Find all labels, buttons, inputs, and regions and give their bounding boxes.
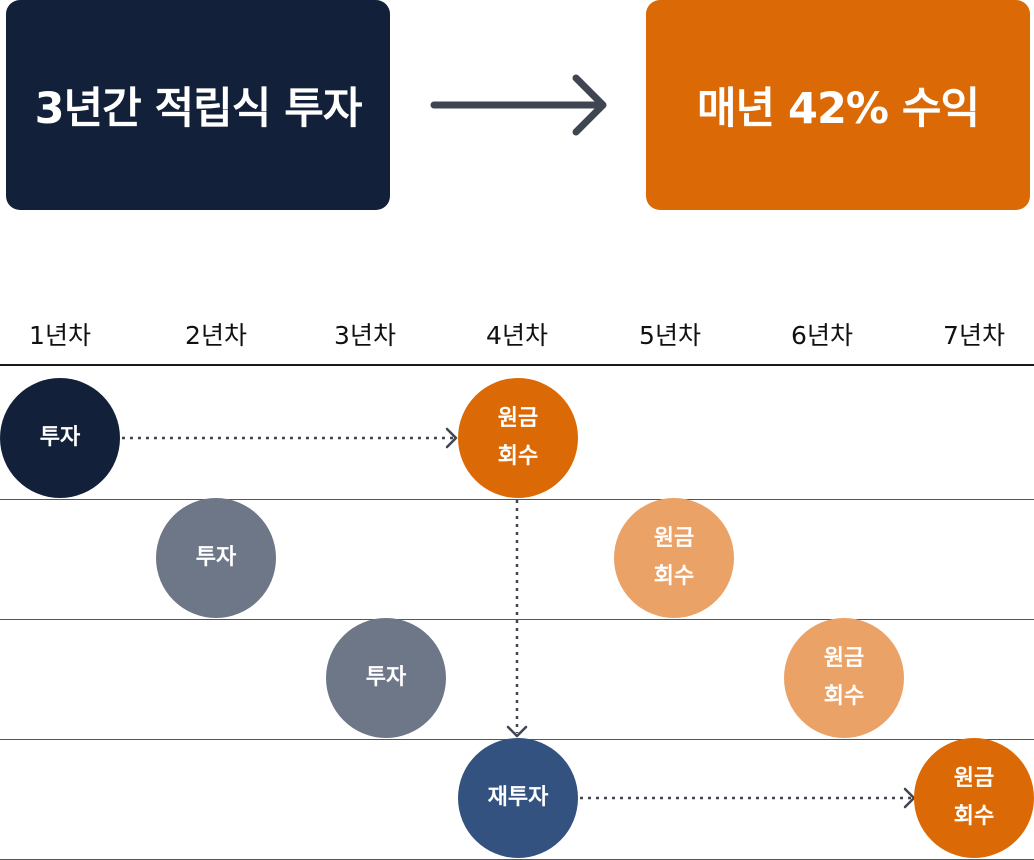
return-box: 매년 42% 수익 [646, 0, 1030, 210]
recover-node-label-line2: 회수 [497, 444, 539, 469]
flow-arrow-invest-to-recover [122, 427, 458, 449]
invest-node-label: 투자 [39, 425, 81, 450]
invest-node-year2: 투자 [156, 498, 276, 618]
recover-node-year6: 원금 회수 [784, 618, 904, 738]
recover-node-label-line1: 원금 [497, 406, 539, 431]
investment-box-label: 3년간 적립식 투자 [34, 84, 363, 134]
year-label-3: 3년차 [334, 321, 396, 350]
recover-node-label-line2: 회수 [653, 564, 695, 589]
year-label-4: 4년차 [486, 321, 548, 350]
flow-arrow-reinvest-to-recover [580, 787, 916, 809]
recover-node-year4: 원금 회수 [458, 378, 578, 498]
recover-node-label-line2: 회수 [953, 804, 995, 829]
recover-node-year5: 원금 회수 [614, 498, 734, 618]
timeline-header-divider [0, 364, 1034, 366]
arrow-right-icon [430, 74, 607, 136]
return-box-label: 매년 42% 수익 [696, 84, 980, 134]
year-label-1: 1년차 [29, 321, 91, 350]
flow-arrow-recover-to-reinvest [506, 500, 528, 738]
year-label-2: 2년차 [185, 321, 247, 350]
recover-node-label-line2: 회수 [823, 684, 865, 709]
recover-node-label-line1: 원금 [953, 766, 995, 791]
invest-node-label: 투자 [195, 545, 237, 570]
invest-node-year3: 투자 [326, 618, 446, 738]
recover-node-year7: 원금 회수 [914, 738, 1034, 858]
row-divider-1 [0, 499, 1034, 500]
row-divider-2 [0, 619, 1034, 620]
recover-node-label-line1: 원금 [823, 646, 865, 671]
year-label-6: 6년차 [791, 321, 853, 350]
year-label-5: 5년차 [639, 321, 701, 350]
year-label-7: 7년차 [943, 321, 1005, 350]
investment-box: 3년간 적립식 투자 [6, 0, 390, 210]
recover-node-label-line1: 원금 [653, 526, 695, 551]
invest-node-label: 투자 [365, 665, 407, 690]
invest-node-year1: 투자 [0, 378, 120, 498]
reinvest-node-label: 재투자 [487, 785, 549, 810]
reinvest-node-year4: 재투자 [458, 738, 578, 858]
